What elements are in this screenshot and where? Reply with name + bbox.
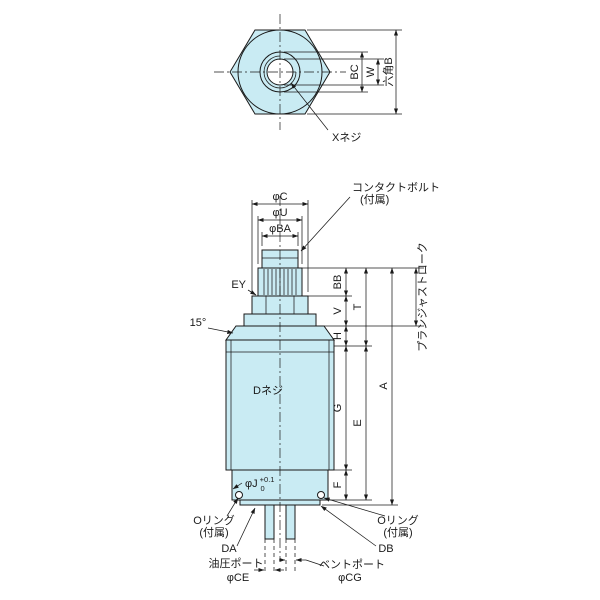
db-leader bbox=[320, 505, 377, 547]
oring-right-leader bbox=[323, 497, 386, 517]
dim-label-bb: BB bbox=[332, 275, 344, 290]
dim-label-bc: BC bbox=[349, 64, 361, 79]
oil-port-pin bbox=[264, 504, 275, 540]
ey-leader bbox=[247, 289, 257, 296]
dim-label-f: F bbox=[332, 481, 344, 488]
phi-cg-label: φCG bbox=[338, 572, 362, 584]
vent-port-label: ベントポート bbox=[319, 558, 385, 571]
da-label: DA bbox=[221, 543, 237, 555]
oring-left-label-line1: Oリング bbox=[193, 513, 235, 527]
oil-port-label: 油圧ポート bbox=[209, 556, 264, 570]
dim-label-t: T bbox=[352, 303, 364, 310]
oring-left-leader bbox=[226, 497, 239, 517]
contact-bolt-label-line2: (付属) bbox=[360, 193, 389, 206]
da-leader bbox=[236, 507, 256, 547]
vent-port-pin bbox=[285, 504, 296, 540]
contact-bolt-label-line1: コンタクトボルト bbox=[352, 181, 440, 194]
top-view: BC W 六角B Xネジ bbox=[214, 14, 402, 144]
phi-j-leader bbox=[232, 482, 243, 490]
thread-arc bbox=[263, 55, 297, 89]
dim-label-a: A bbox=[378, 382, 390, 390]
port-extension-lines bbox=[264, 539, 296, 573]
x-screw-label: Xネジ bbox=[332, 131, 361, 144]
db-label: DB bbox=[378, 543, 393, 555]
dim-label-phi-u: φU bbox=[272, 207, 287, 219]
dim-label-v: V bbox=[332, 307, 344, 315]
oring-right-label-line2: (付属) bbox=[383, 526, 412, 539]
dim-label-g: G bbox=[332, 404, 344, 413]
ey-label: EY bbox=[231, 279, 246, 291]
oring-left-label-line2: (付属) bbox=[199, 526, 228, 539]
d-screw-label: Dネジ bbox=[253, 384, 283, 397]
oring-groove-left bbox=[235, 491, 243, 499]
front-view: φBA φU φC コンタクトボルト (付属) EY 15° Dネジ φJ+0.… bbox=[190, 181, 440, 584]
dim-label-hex-b: 六角B bbox=[382, 57, 395, 86]
dim-label-w: W bbox=[365, 66, 377, 77]
dim-label-phi-c: φC bbox=[272, 191, 287, 203]
plunger-stroke-label: プランジャストローク bbox=[416, 242, 429, 351]
phi-ce-label: φCE bbox=[227, 572, 249, 584]
x-screw-leader bbox=[290, 82, 329, 131]
oring-right-label-line1: Oリング bbox=[377, 513, 419, 527]
dim-label-e: E bbox=[352, 419, 364, 426]
angle-leader bbox=[207, 327, 234, 334]
contact-bolt-leader bbox=[300, 196, 351, 252]
dim-label-phi-ba: φBA bbox=[269, 223, 291, 235]
dim-label-h: H bbox=[332, 332, 344, 340]
oring-groove-right bbox=[317, 491, 325, 499]
angle-label: 15° bbox=[190, 317, 207, 329]
